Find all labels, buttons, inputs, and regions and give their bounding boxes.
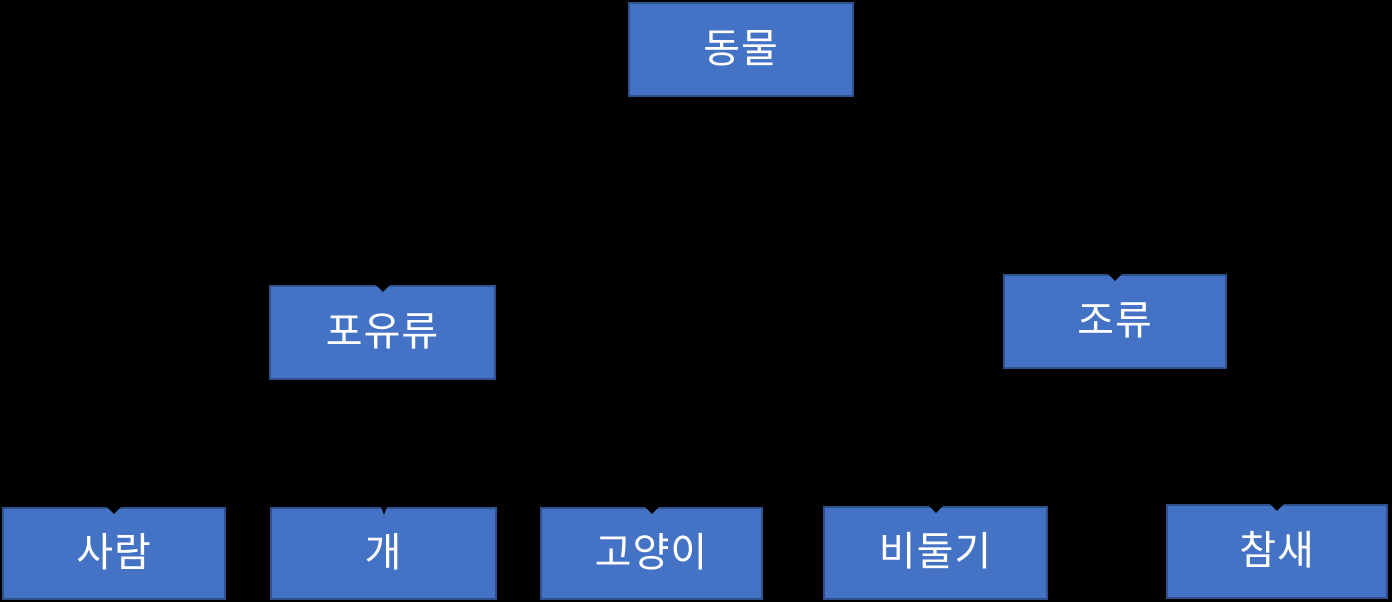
node-label: 사람 xyxy=(76,530,152,575)
connector-arrowhead-icon xyxy=(928,506,943,513)
node-animal: 동물 xyxy=(628,2,854,97)
node-label: 개 xyxy=(364,530,403,575)
connector-arrowhead-icon xyxy=(107,507,121,514)
node-label: 조류 xyxy=(1077,298,1153,343)
connector-arrowhead-icon xyxy=(1270,504,1284,511)
connector-arrowhead-icon xyxy=(375,285,390,292)
node-human: 사람 xyxy=(2,507,226,600)
node-label: 동물 xyxy=(703,26,779,71)
node-label: 포유류 xyxy=(325,309,440,354)
node-label: 고양이 xyxy=(594,530,709,575)
node-pigeon: 비둘기 xyxy=(823,506,1048,600)
node-label: 참새 xyxy=(1239,528,1315,573)
node-label: 비둘기 xyxy=(878,530,993,574)
node-sparrow: 참새 xyxy=(1166,504,1388,599)
node-bird: 조류 xyxy=(1003,274,1227,369)
node-mammal: 포유류 xyxy=(269,285,496,380)
connector-arrowhead-icon xyxy=(1108,274,1122,281)
connector-arrowhead-icon xyxy=(644,507,659,514)
connector-arrowhead-icon xyxy=(380,507,387,515)
node-dog: 개 xyxy=(270,507,497,600)
node-cat: 고양이 xyxy=(540,507,763,600)
